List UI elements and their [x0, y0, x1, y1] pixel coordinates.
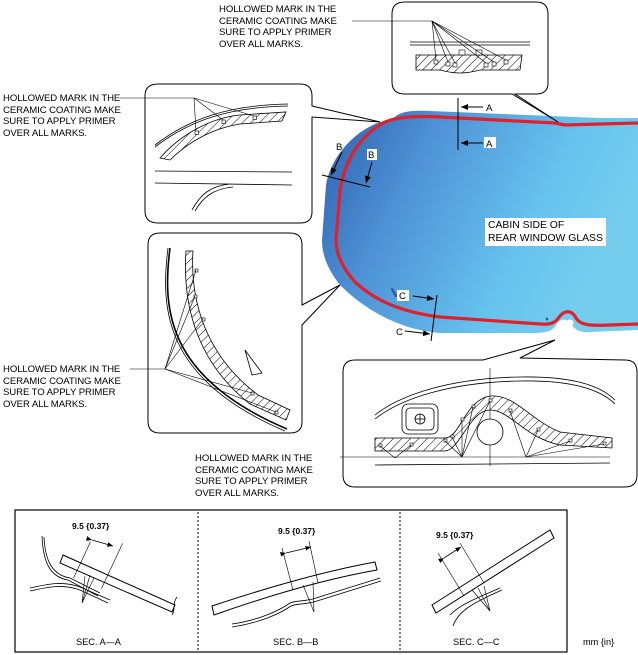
callout-bottom-detail [340, 339, 638, 488]
section-detail-panel: 9.5 {0.37} 9.5 {0.37} 9.5 {0.37} SEC. A—… [14, 509, 568, 653]
dimension-b: 9.5 {0.37} [278, 526, 316, 536]
caption-sec-c: SEC. C—C [453, 637, 500, 647]
marker-b-outer: B [336, 142, 342, 153]
units-label: mm {in} [583, 637, 614, 647]
marker-c-outer: C [396, 327, 403, 338]
glass-hole [566, 319, 574, 327]
section-line-a [457, 98, 483, 150]
section-b-drawing [211, 540, 382, 628]
callout-upper-left-detail [120, 83, 381, 224]
caption-sec-b: SEC. B—B [273, 637, 318, 647]
section-line-b [321, 149, 377, 188]
marker-a-top: A [486, 103, 493, 114]
section-c-drawing [431, 529, 555, 627]
section-a-drawing [29, 535, 178, 616]
dimension-a: 9.5 {0.37} [72, 521, 110, 531]
callout-lower-left-detail [130, 232, 341, 434]
marker-a-bottom: A [486, 139, 493, 150]
glass-body [322, 110, 638, 333]
callout-top-detail [352, 1, 559, 123]
dimension-c: 9.5 {0.37} [436, 530, 474, 540]
caption-sec-a: SEC. A—A [76, 637, 122, 647]
section-line-c [397, 290, 438, 342]
marker-c-inner: C [399, 291, 406, 302]
marker-b-inner: B [368, 150, 374, 161]
